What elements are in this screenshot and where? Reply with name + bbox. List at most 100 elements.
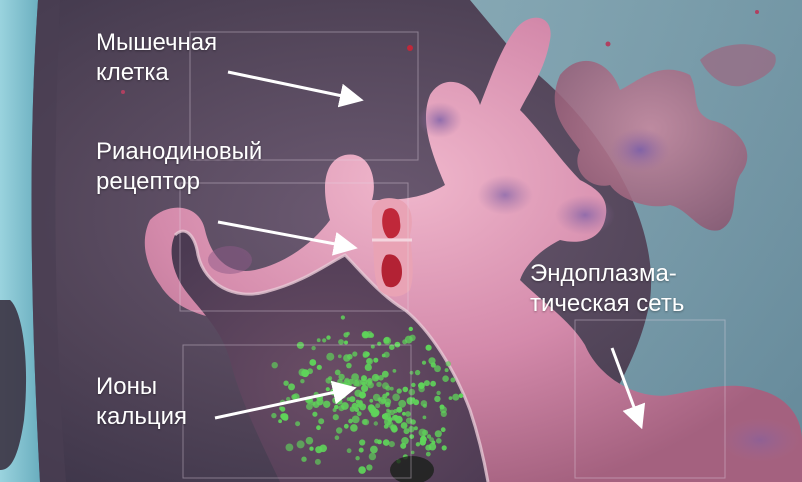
calcium-ion (301, 457, 306, 462)
label-calcium-ions: Ионы кальция (96, 372, 187, 432)
calcium-ion (362, 419, 368, 425)
calcium-ion (326, 353, 334, 361)
calcium-ion (316, 425, 321, 430)
calcium-ion (315, 446, 322, 453)
calcium-ion (335, 435, 340, 440)
calcium-ion (317, 338, 321, 342)
calcium-ion (283, 381, 288, 386)
calcium-ion (352, 416, 360, 424)
calcium-ion (409, 389, 416, 396)
calcium-ion (354, 379, 362, 387)
calcium-ion (449, 396, 453, 400)
calcium-ion (405, 411, 411, 417)
calcium-ion (333, 414, 339, 420)
calcium-ion (389, 441, 395, 447)
calcium-ion (374, 439, 379, 444)
calcium-ion (312, 412, 317, 417)
calcium-ion (299, 369, 307, 377)
calcium-ion (366, 464, 372, 470)
label-calcium-ions-line1: Ионы (96, 372, 187, 402)
label-calcium-ions-line2: кальция (96, 402, 187, 432)
calcium-ion (402, 339, 407, 344)
label-muscle-cell-line2: клетка (96, 58, 217, 88)
calcium-ion (300, 379, 304, 383)
calcium-ion (336, 427, 342, 433)
calcium-ion (309, 447, 313, 451)
calcium-ion (427, 434, 431, 438)
calcium-ion (418, 382, 425, 389)
calcium-ion (450, 378, 455, 383)
calcium-ion (318, 418, 324, 424)
calcium-ion (402, 412, 406, 416)
calcium-ion (357, 411, 362, 416)
calcium-ion (369, 453, 376, 460)
calcium-ion (384, 424, 389, 429)
calcium-ion (370, 446, 378, 454)
label-muscle-cell-line1: Мышечная (96, 28, 217, 58)
calcium-ion (434, 396, 440, 402)
calcium-ion (441, 427, 446, 432)
calcium-ion (436, 391, 440, 395)
calcium-ion (309, 359, 316, 366)
calcium-ion (434, 365, 441, 372)
calcium-ion (354, 390, 361, 397)
calcium-ion (355, 407, 360, 412)
calcium-ion (459, 393, 464, 398)
label-muscle-cell: Мышечная клетка (96, 28, 217, 88)
calcium-ion (297, 440, 305, 448)
calcium-ion (341, 315, 345, 319)
calcium-ion (326, 387, 330, 391)
calcium-ion (441, 411, 447, 417)
calcium-ion (369, 399, 373, 403)
calcium-ion (400, 443, 406, 449)
calcium-ion (361, 385, 368, 392)
calcium-ion (307, 368, 313, 374)
calcium-ion (384, 352, 390, 358)
calcium-ion (349, 396, 355, 402)
calcium-ion (376, 382, 381, 387)
calcium-ion (435, 430, 442, 437)
calcium-ion (343, 354, 350, 361)
calcium-ion (280, 407, 285, 412)
calcium-ion (352, 351, 357, 356)
calcium-ion (390, 387, 394, 391)
calcium-ion (341, 383, 345, 387)
calcium-ion (315, 459, 321, 465)
calcium-ion (393, 415, 398, 420)
calcium-ion (445, 368, 449, 372)
calcium-ion (377, 397, 381, 401)
calcium-ion (326, 378, 332, 384)
label-endoplasmic-reticulum-line1: Эндоплазма- (530, 259, 684, 289)
calcium-ion (382, 382, 389, 389)
calcium-ion (338, 405, 344, 411)
calcium-ion (407, 397, 415, 405)
calcium-ion (358, 466, 366, 474)
calcium-ion (338, 374, 344, 380)
calcium-ion (311, 346, 315, 350)
calcium-ion (416, 442, 420, 446)
calcium-ion (369, 333, 374, 338)
calcium-ion (409, 327, 413, 331)
calcium-ion (446, 361, 451, 366)
calcium-ion (306, 437, 314, 445)
calcium-ion (281, 413, 288, 420)
calcium-ion (355, 456, 359, 460)
calcium-ion (384, 398, 391, 405)
calcium-ion (344, 424, 349, 429)
calcium-ion (350, 424, 358, 432)
calcium-ion (295, 421, 300, 426)
calcium-ion (423, 404, 427, 408)
label-ryanodine-receptor-line2: рецептор (96, 167, 262, 197)
calcium-ion (383, 337, 391, 345)
label-endoplasmic-reticulum: Эндоплазма- тическая сеть (530, 259, 684, 319)
label-endoplasmic-reticulum-line2: тическая сеть (530, 289, 684, 319)
calcium-ion (338, 354, 342, 358)
calcium-ion (373, 358, 378, 363)
calcium-ion (426, 345, 432, 351)
calcium-ion (420, 436, 427, 443)
calcium-ion (340, 393, 346, 399)
calcium-ion (436, 438, 442, 444)
calcium-ion (409, 434, 414, 439)
calcium-ion (359, 448, 364, 453)
calcium-ion (393, 369, 397, 373)
